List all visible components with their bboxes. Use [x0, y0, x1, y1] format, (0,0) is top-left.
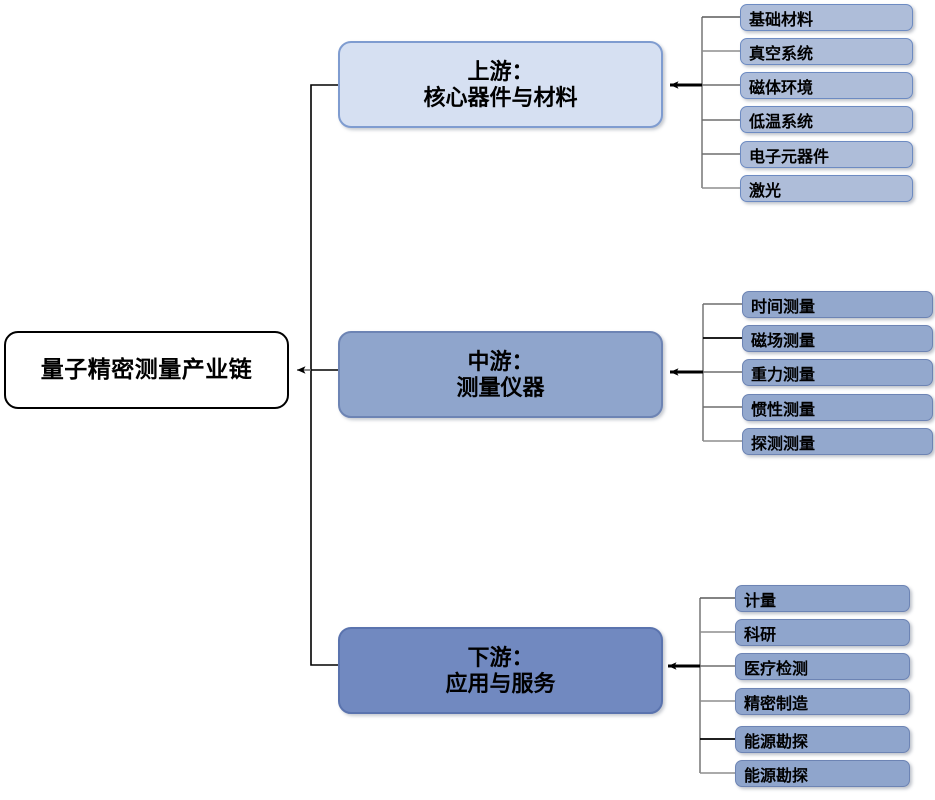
leaf-downstream-5[interactable]: 能源勘探: [735, 726, 910, 753]
main-trunk-connector: [297, 84, 338, 666]
leaf-upstream-3[interactable]: 磁体环境: [740, 72, 913, 99]
tier-node-downstream[interactable]: 下游： 应用与服务: [338, 627, 663, 714]
upstream-branch-connector: [670, 16, 740, 189]
leaf-midstream-4[interactable]: 惯性测量: [742, 394, 933, 421]
leaf-downstream-3[interactable]: 医疗检测: [735, 653, 910, 680]
leaf-downstream-1[interactable]: 计量: [735, 585, 910, 612]
leaf-midstream-5[interactable]: 探测测量: [742, 428, 933, 455]
leaf-midstream-1[interactable]: 时间测量: [742, 291, 933, 318]
leaf-upstream-1[interactable]: 基础材料: [740, 4, 913, 31]
leaf-upstream-6[interactable]: 激光: [740, 175, 913, 202]
leaf-upstream-2[interactable]: 真空系统: [740, 38, 913, 65]
leaf-midstream-2[interactable]: 磁场测量: [742, 325, 933, 352]
tier-node-midstream[interactable]: 中游： 测量仪器: [338, 331, 663, 418]
leaf-downstream-6[interactable]: 能源勘探: [735, 760, 910, 787]
root-node-industry-chain[interactable]: 量子精密测量产业链: [4, 331, 289, 409]
downstream-branch-connector: [668, 597, 735, 774]
leaf-midstream-3[interactable]: 重力测量: [742, 359, 933, 386]
leaf-upstream-5[interactable]: 电子元器件: [740, 141, 913, 168]
tier-node-upstream[interactable]: 上游： 核心器件与材料: [338, 41, 663, 128]
leaf-upstream-4[interactable]: 低温系统: [740, 106, 913, 133]
leaf-downstream-4[interactable]: 精密制造: [735, 688, 910, 715]
midstream-branch-connector: [670, 303, 742, 442]
leaf-downstream-2[interactable]: 科研: [735, 619, 910, 646]
